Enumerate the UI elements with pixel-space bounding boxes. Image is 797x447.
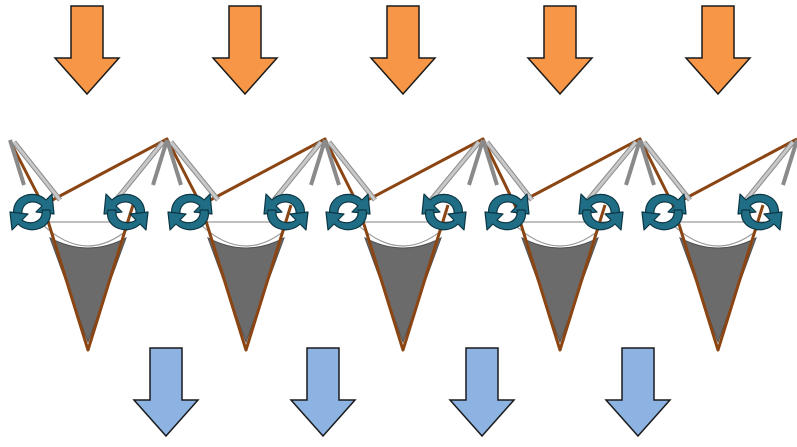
funnel-frame [41,204,135,352]
rotate-arrow-icon-7 [484,193,530,231]
funnel-frame [513,204,607,352]
input-arrow-1 [53,5,121,96]
rotate-arrow-icon-4 [263,193,309,231]
strut-left-highlight [169,141,220,201]
strut-left-highlight [642,141,692,201]
funnel-frame [199,204,293,352]
rotate-arrow-icon-10 [737,193,783,231]
funnel-inner [679,236,757,344]
rotate-arrow-icon-5 [325,193,371,231]
output-arrow-1 [132,347,200,438]
input-arrow-5 [684,5,752,96]
strut-right-highlight [586,141,638,201]
rotate-arrow-icon-9 [641,193,687,231]
strut-left-highlight [485,141,534,201]
funnel-unit-4 [481,139,642,352]
rotate-arrow-icon-6 [421,193,467,231]
funnel-unit-1 [8,139,169,352]
strut-right-highlight [429,141,481,201]
rotation-layer [9,193,783,231]
funnel-frame [671,204,765,352]
rotate-arrow-icon-8 [578,193,624,231]
funnel-inner [49,236,127,344]
strut-inner-left [165,139,183,186]
input-arrow-4 [526,5,594,96]
input-arrow-layer [53,5,752,96]
output-arrow-layer [132,347,672,438]
output-arrow-2 [289,347,357,438]
strut-right-highlight [114,141,165,201]
funnel-unit-5 [638,139,797,352]
frame-layer [8,137,797,352]
strut-inner [467,139,485,186]
output-arrow-3 [448,347,516,438]
strut-right-highlight [272,141,323,201]
input-arrow-2 [211,5,279,96]
rotate-arrow-icon-2 [103,193,149,231]
strut-left-highlight [327,141,377,201]
rotate-arrow-icon-3 [167,193,213,231]
strut-inner-left [323,139,341,186]
funnel-inner [207,236,285,344]
strut-left-highlight [12,141,62,201]
strut-right-highlight [744,141,795,201]
rotate-arrow-icon-1 [9,193,55,231]
funnel-inner [521,236,599,344]
funnel-unit-2 [165,139,327,352]
strut-inner [624,139,642,186]
funnel-frame [356,204,450,352]
strut-inner [781,139,797,186]
strut-inner-left [481,139,499,186]
funnel-unit-3 [323,139,485,352]
strut-inner-left [638,139,656,186]
strut-inner [309,139,327,186]
strut-inner-left [8,139,26,186]
funnel-inner [364,236,442,344]
input-arrow-3 [369,5,437,96]
strut-inner [151,139,169,186]
output-arrow-4 [604,347,672,438]
